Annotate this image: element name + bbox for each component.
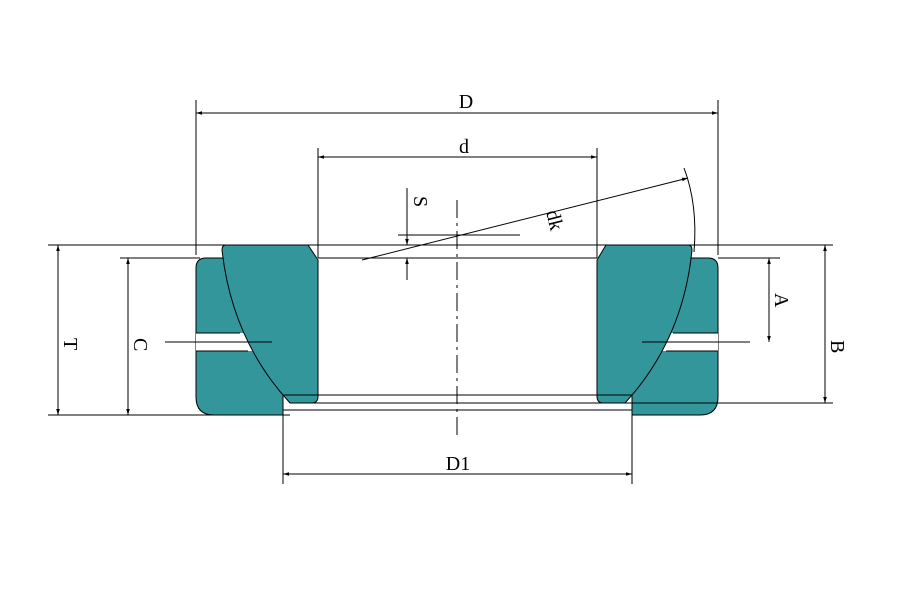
label-A: A — [770, 293, 792, 308]
label-D1: D1 — [446, 453, 470, 475]
label-B: B — [826, 340, 848, 353]
label-T: T — [59, 338, 81, 350]
shaft-washer-right — [596, 244, 693, 404]
label-S: S — [409, 196, 431, 207]
label-D: D — [459, 91, 473, 113]
label-d: d — [459, 136, 469, 158]
label-dk: dk — [541, 208, 567, 233]
dimension-arrows — [56, 111, 827, 476]
label-C: C — [129, 338, 151, 351]
reference-lines — [48, 100, 833, 484]
shaft-washer-left — [221, 244, 319, 404]
